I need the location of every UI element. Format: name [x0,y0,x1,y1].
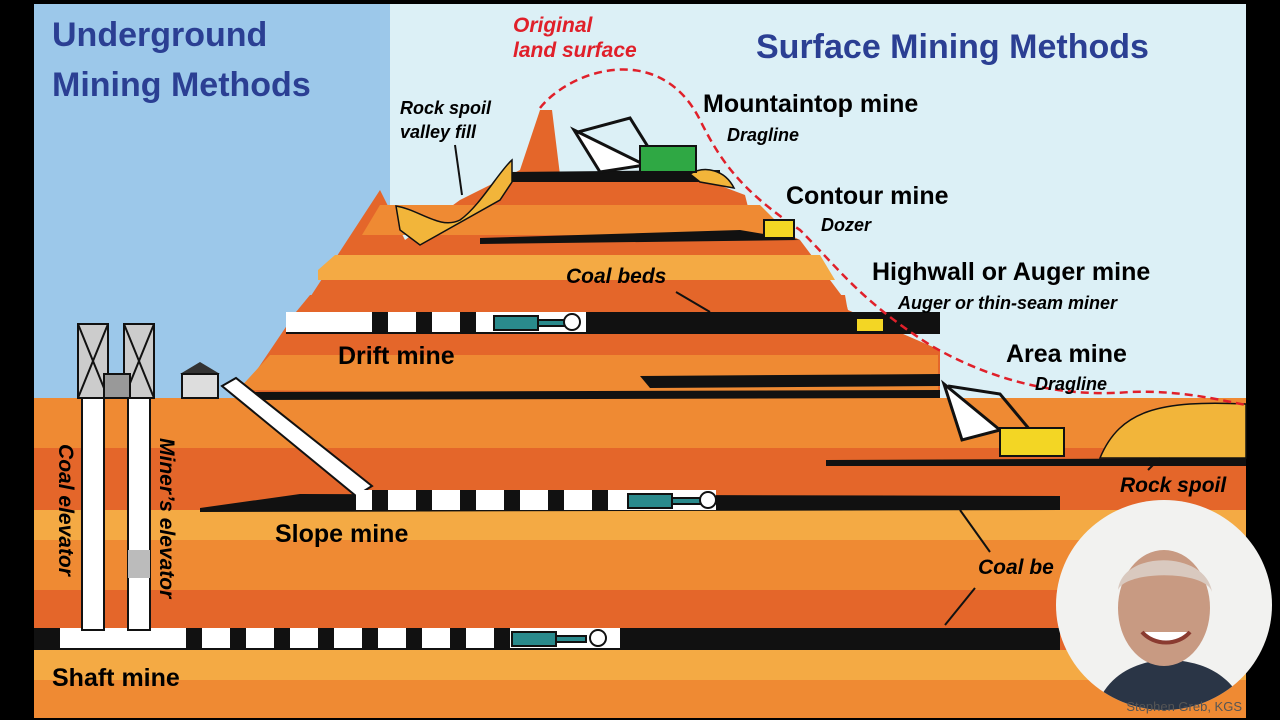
shaft-mine-label: Shaft mine [52,664,180,692]
surface-heading: Surface Mining Methods [756,28,1149,66]
slope-mine-label: Slope mine [275,520,409,548]
highwall-equipment: Auger or thin-seam miner [898,293,1118,313]
shafts [81,397,151,631]
dragline-icon [569,116,697,174]
underground-heading-line1: Underground [52,16,268,54]
drift-mine-label: Drift mine [338,342,455,370]
dragline-icon [941,379,1065,457]
rock-spoil-label: Rock spoil [1120,474,1227,497]
original-land-surface-line [539,68,1247,407]
coal-elevator-label: Coal elevator [54,444,77,576]
original-surface-label-2: land surface [513,39,637,62]
original-surface-label-1: Original [513,14,593,37]
area-mine-title: Area mine [1006,340,1127,368]
headframe-icon [77,323,155,399]
continuous-miner-icon [493,313,717,647]
contour-equipment: Dozer [821,215,872,235]
image-credit: Stephen Greb, KGS [1126,699,1242,714]
mountaintop-mine-title: Mountaintop mine [703,90,919,118]
spoil-piles [395,158,1247,459]
highwall-mine-title: Highwall or Auger mine [872,258,1151,286]
mine-tunnels [60,312,716,648]
leader-lines [454,144,1161,626]
presenter-webcam [1056,500,1272,710]
building-icon [180,362,220,399]
underground-heading-line2: Mining Methods [52,66,311,104]
area-equipment: Dragline [1035,374,1108,394]
mountaintop-equipment: Dragline [727,125,800,145]
auger-icon [800,317,885,333]
rock-spoil-fill-label-1: Rock spoil [400,98,492,118]
miners-elevator-label: Miner’s elevator [155,438,178,599]
rock-spoil-fill-label-2: valley fill [400,122,477,142]
coal-beds-label-lower: Coal be [978,556,1054,579]
contour-mine-title: Contour mine [786,182,949,210]
dozer-icon [763,219,795,239]
coal-beds-label: Coal beds [566,265,667,288]
